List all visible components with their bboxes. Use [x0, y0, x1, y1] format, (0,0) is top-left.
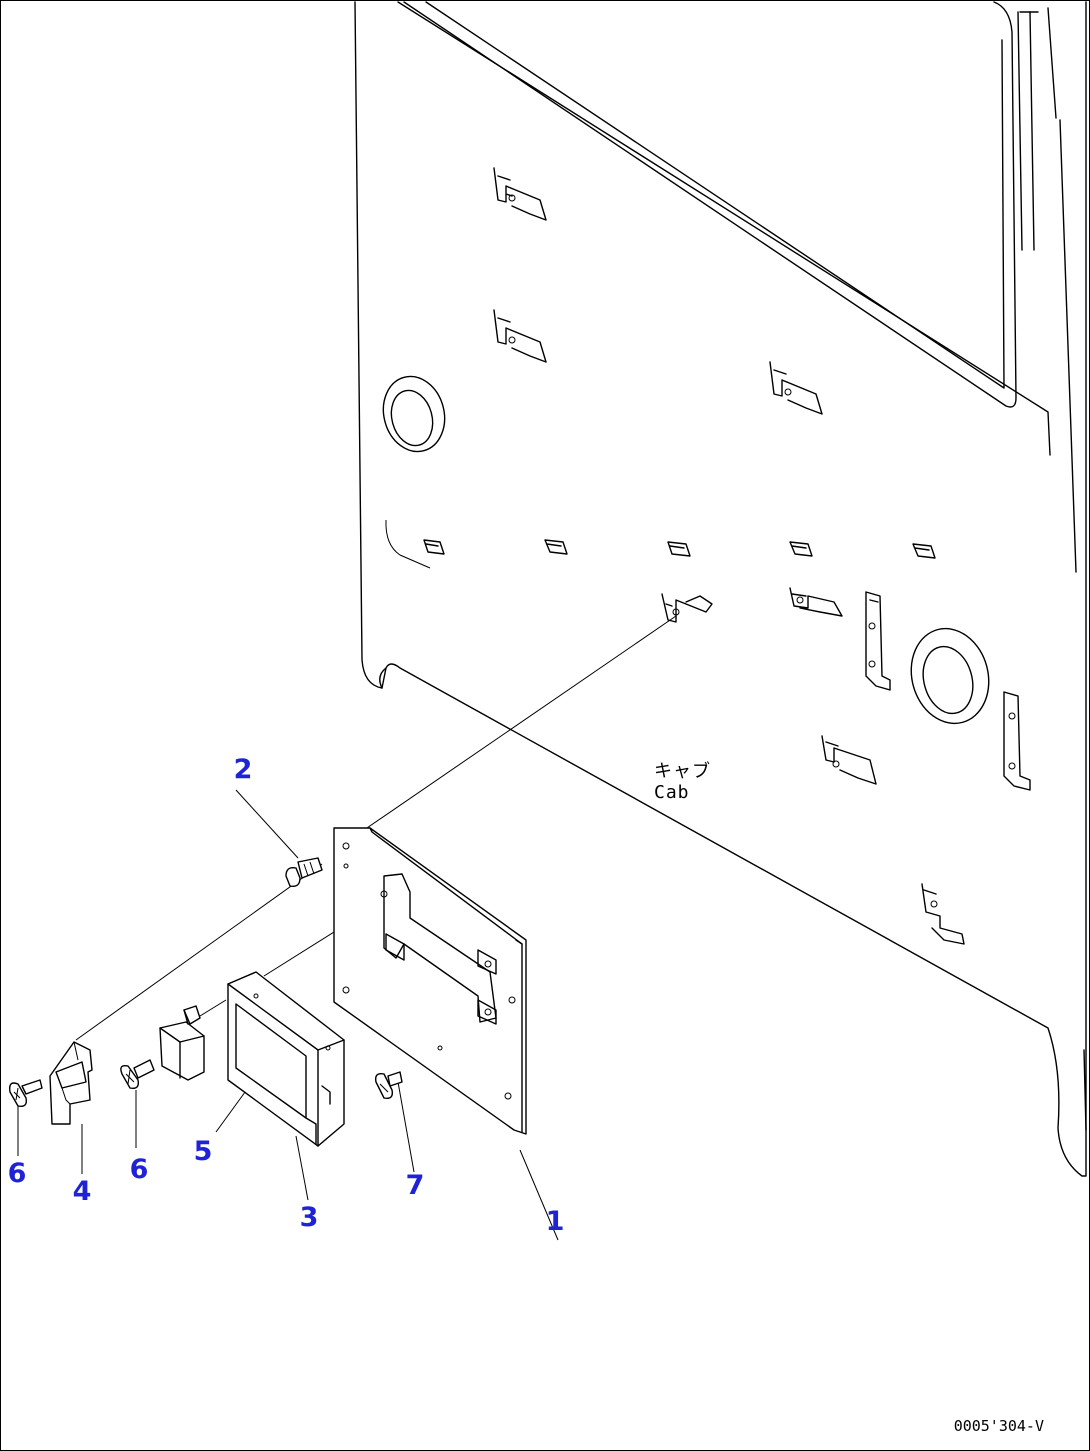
part-7-screw: [374, 1071, 403, 1100]
callout-5: 5: [193, 1136, 213, 1167]
cab-label-jp: キャブ: [654, 761, 711, 782]
cab-label: キャブ Cab: [654, 761, 711, 803]
grommet-upper-left: [382, 375, 446, 453]
part-6-screw-left: [8, 1079, 43, 1108]
part-1-bracket-plate: [333, 827, 527, 1135]
grommet-right: [910, 627, 990, 725]
panel-square-plugs: [423, 539, 936, 559]
callout-6-middle: 6: [129, 1154, 149, 1185]
part-5-relay: [159, 1005, 205, 1081]
part-4-clip-bracket: [49, 1041, 93, 1125]
callout-2: 2: [233, 754, 253, 785]
part-2-bolt: [285, 857, 323, 888]
callout-1: 1: [545, 1206, 565, 1237]
panel-clips: [493, 167, 1031, 945]
part-6-screw-middle: [120, 1059, 155, 1090]
callout-7: 7: [405, 1170, 425, 1201]
part-3-controller-box: [227, 971, 345, 1147]
drawing-code: 0005'304-V: [953, 1417, 1044, 1435]
cab-label-en: Cab: [654, 781, 690, 803]
cab-panel: [354, 1, 1087, 1177]
callout-4: 4: [72, 1176, 92, 1207]
callout-3: 3: [299, 1202, 319, 1233]
callout-6-left: 6: [7, 1158, 27, 1189]
